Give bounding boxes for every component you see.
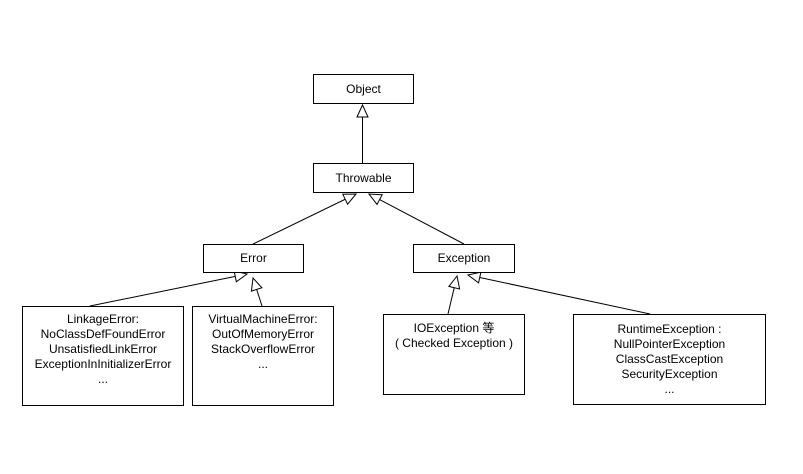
linkage-line-3: UnsatisfiedLinkError <box>48 342 158 356</box>
node-throwable: Throwable <box>313 163 414 193</box>
io-line-2: ( Checked Exception ) <box>394 336 514 350</box>
runtime-line-4: SecurityException <box>621 367 718 381</box>
edge-io-group-to-exception <box>447 274 461 315</box>
node-error-label: Error <box>240 251 267 265</box>
node-exception: Exception <box>413 244 515 273</box>
edge-exception-to-throwable <box>367 193 465 245</box>
node-runtime-exception-group: RuntimeException : NullPointerException … <box>573 314 766 405</box>
node-exception-label: Exception <box>437 251 491 265</box>
io-line-1: IOException 等 <box>413 321 495 335</box>
node-io-exception-group: IOException 等 ( Checked Exception ) <box>383 314 525 395</box>
vm-line-1: VirtualMachineError: <box>208 312 318 326</box>
runtime-line-1: RuntimeException : <box>617 322 722 336</box>
edge-linkage-group-to-error <box>89 270 249 307</box>
runtime-line-ellipsis: ... <box>664 382 675 396</box>
node-throwable-label: Throwable <box>335 170 392 185</box>
vm-line-ellipsis: ... <box>257 357 268 371</box>
edge-runtime-group-to-exception <box>466 271 651 315</box>
linkage-line-2: NoClassDefFoundError <box>40 327 166 341</box>
edge-vm-group-to-error <box>250 276 263 307</box>
node-object-label: Object <box>346 81 381 96</box>
node-object: Object <box>313 74 414 104</box>
node-linkage-error-group: LinkageError: NoClassDefFoundError Unsat… <box>22 306 184 406</box>
node-virtual-machine-error-group: VirtualMachineError: OutOfMemoryError St… <box>192 306 334 406</box>
vm-line-3: StackOverflowError <box>210 342 316 356</box>
node-error: Error <box>203 244 304 273</box>
vm-line-2: OutOfMemoryError <box>211 327 314 341</box>
runtime-line-2: NullPointerException <box>613 337 726 351</box>
runtime-line-3: ClassCastException <box>615 352 724 366</box>
linkage-line-ellipsis: ... <box>97 372 108 386</box>
linkage-line-4: ExceptionInInitializerError <box>34 357 172 371</box>
linkage-line-1: LinkageError: <box>66 312 140 326</box>
edge-error-to-throwable <box>252 193 358 245</box>
